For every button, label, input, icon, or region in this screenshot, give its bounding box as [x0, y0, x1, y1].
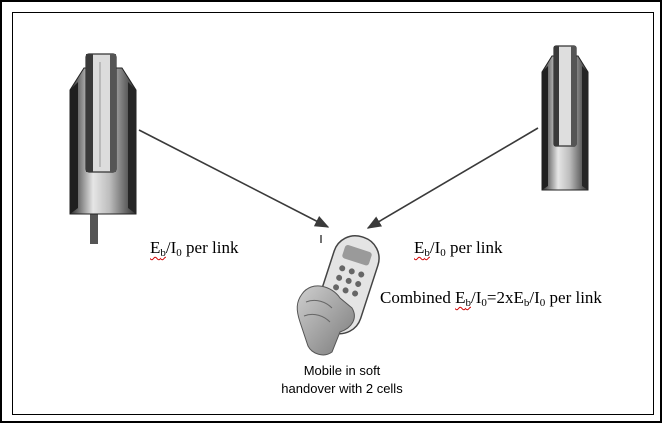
caption-line-1: Mobile in soft: [303, 363, 381, 378]
base-station-antenna-icon: [541, 45, 589, 191]
mobile-phone-in-hand-icon: [296, 235, 380, 356]
base-station-antenna-icon: [69, 53, 137, 244]
inner-border: [12, 12, 654, 415]
link-arrow-right: [366, 127, 539, 229]
caption-line-2: handover with 2 cells: [281, 381, 403, 396]
right-link-label: Eb/I0 per link: [414, 238, 503, 259]
mobile-caption: Mobile in soft handover with 2 cells: [264, 362, 420, 398]
combined-label: Combined Eb/I0=2xEb/I0 per link: [380, 288, 602, 309]
left-link-label: Eb/I0 per link: [150, 238, 239, 259]
link-arrow-left: [138, 129, 330, 228]
